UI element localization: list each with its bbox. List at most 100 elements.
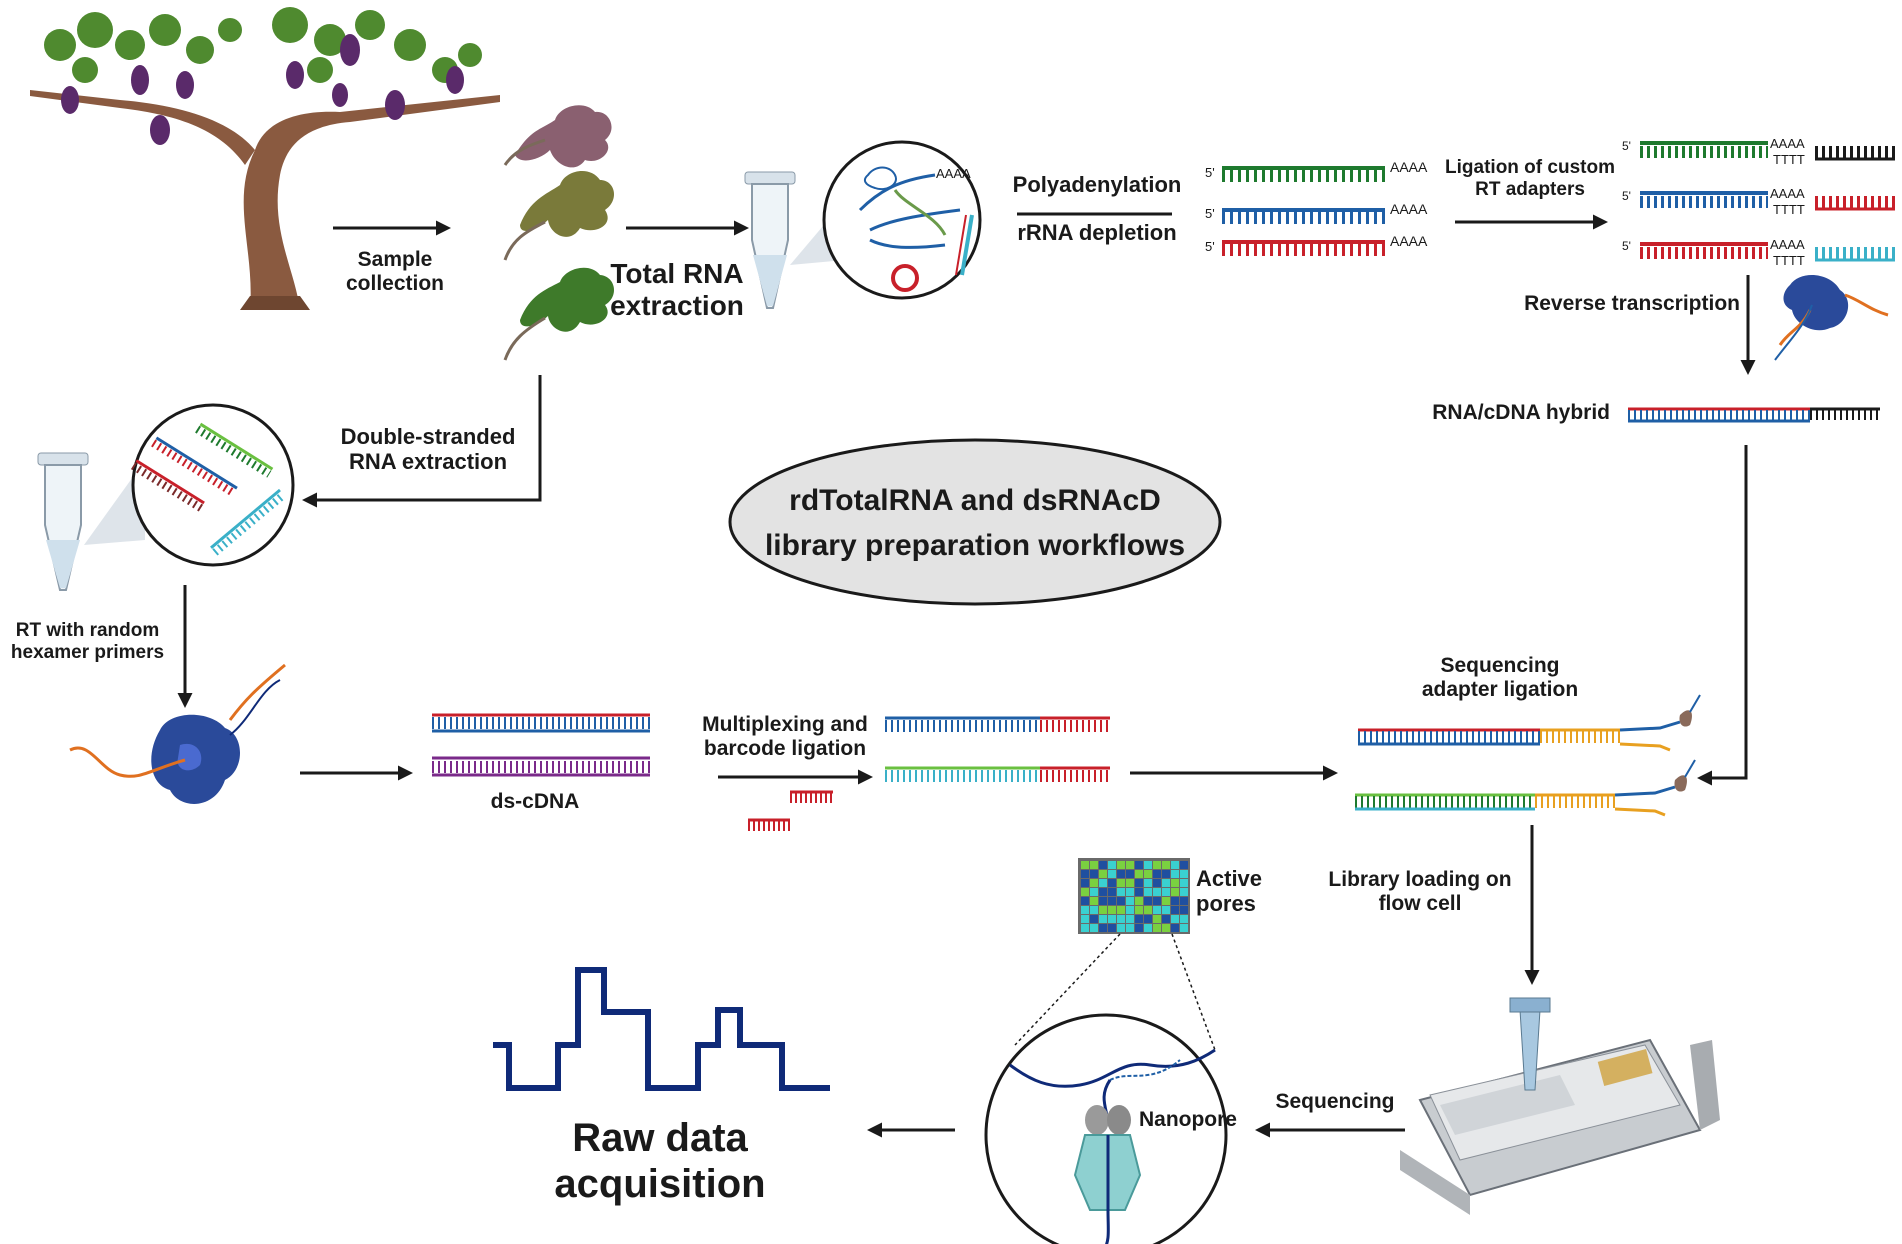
pore-cell — [1099, 897, 1107, 905]
reverse-transcriptase-icon-top — [1774, 274, 1889, 361]
leaf-icon-olive — [503, 170, 615, 261]
rna-strand-blue — [1222, 208, 1385, 224]
pore-cell — [1162, 888, 1170, 896]
pore-cell — [1090, 906, 1098, 914]
zoom-line-left — [1014, 933, 1121, 1046]
pore-cell — [1126, 924, 1134, 932]
pore-cell — [1153, 888, 1161, 896]
pore-cell — [1126, 915, 1134, 923]
pore-cell — [1180, 924, 1188, 932]
five-prime-label-6: 5' — [1622, 239, 1631, 253]
pore-cell — [1144, 924, 1152, 932]
nanopore-circle — [984, 1013, 1228, 1244]
pore-cell — [1090, 861, 1098, 869]
five-prime-label-2: 5' — [1205, 206, 1215, 221]
active-pores-grid-icon — [1078, 858, 1190, 934]
sequencing-label: Sequencing — [1275, 1090, 1395, 1113]
poly-a-label-1: AAAA — [1390, 159, 1428, 175]
pore-cell — [1117, 897, 1125, 905]
library-loading-label: Library loading on flow cell — [1328, 868, 1512, 916]
barcoded-cdna-strands — [885, 716, 1110, 782]
pore-cell — [1108, 870, 1116, 878]
pore-cell — [1090, 924, 1098, 932]
multiplexing-label: Multiplexing and barcode ligation — [702, 713, 868, 761]
pore-cell — [1099, 870, 1107, 878]
pore-cell — [1171, 915, 1179, 923]
flow-cell-device-icon — [1400, 997, 1720, 1215]
pore-cell — [1144, 888, 1152, 896]
pore-cell — [1126, 879, 1134, 887]
pore-cell — [1135, 915, 1143, 923]
rna-cdna-hybrid-strand — [1628, 407, 1880, 423]
pore-cell — [1090, 888, 1098, 896]
pore-cell — [1162, 906, 1170, 914]
dsrna-molecules-circle — [130, 403, 295, 567]
leaf-icon-green — [503, 267, 615, 361]
pore-cell — [1081, 915, 1089, 923]
pore-cell — [1180, 861, 1188, 869]
pore-cell — [1117, 870, 1125, 878]
ds-cdna-strands — [432, 713, 650, 777]
poly-a-label-3: AAAA — [1390, 233, 1428, 249]
pore-cell — [1171, 870, 1179, 878]
pore-cell — [1162, 861, 1170, 869]
pore-cell — [1180, 915, 1188, 923]
pore-cell — [1117, 915, 1125, 923]
pore-cell — [1135, 897, 1143, 905]
poly-t-label-2: TTTT — [1773, 202, 1805, 217]
polyadenylated-rna-strands — [1222, 166, 1385, 256]
pore-cell — [1090, 915, 1098, 923]
sample-collection-label: Sample collection — [345, 248, 445, 296]
pore-cell — [1171, 897, 1179, 905]
pore-cell — [1153, 924, 1161, 932]
poly-a-label-5: AAAA — [1770, 186, 1805, 201]
pore-cell — [1153, 906, 1161, 914]
ds-cdna-label: ds-cDNA — [490, 790, 580, 813]
pore-cell — [1108, 924, 1116, 932]
pore-cell — [1162, 897, 1170, 905]
pore-cell — [1081, 870, 1089, 878]
adapter-ligated-strands — [1355, 694, 1701, 817]
five-prime-label-4: 5' — [1622, 139, 1631, 153]
pore-cell — [1126, 888, 1134, 896]
pore-cell — [1117, 879, 1125, 887]
pore-cell — [1099, 906, 1107, 914]
pore-cell — [1126, 870, 1134, 878]
raw-data-label: Raw data acquisition — [554, 1116, 766, 1206]
barcode-fragments — [748, 790, 833, 831]
pore-cell — [1162, 879, 1170, 887]
pore-cell — [1144, 870, 1152, 878]
total-rna-extraction-label: Total RNA extraction — [610, 258, 744, 322]
pore-cell — [1171, 906, 1179, 914]
reverse-transcriptase-icon-left — [69, 663, 286, 804]
pore-cell — [1171, 924, 1179, 932]
pore-cell — [1180, 888, 1188, 896]
pore-cell — [1081, 906, 1089, 914]
pore-cell — [1162, 924, 1170, 932]
pore-cell — [1144, 861, 1152, 869]
pore-cell — [1099, 924, 1107, 932]
pore-cell — [1081, 897, 1089, 905]
pore-cell — [1171, 888, 1179, 896]
pore-cell — [1099, 861, 1107, 869]
pore-cell — [1153, 879, 1161, 887]
arrow-dsrna-extraction — [302, 375, 542, 508]
pore-cell — [1108, 915, 1116, 923]
pore-cell — [1108, 879, 1116, 887]
pore-cell — [1090, 879, 1098, 887]
title-label: rdTotalRNA and dsRNAcD library preparati… — [764, 484, 1186, 562]
pore-cell — [1171, 861, 1179, 869]
pore-cell — [1126, 906, 1134, 914]
poly-t-label-3: TTTT — [1773, 253, 1805, 268]
tube-poly-a-label: AAAA — [936, 166, 971, 181]
pore-cell — [1180, 879, 1188, 887]
pore-cell — [1162, 915, 1170, 923]
title-ellipse — [728, 438, 1222, 606]
active-pores-label: Active pores — [1196, 866, 1263, 917]
raw-signal-trace — [493, 967, 830, 1091]
tube-icon-dsrna — [37, 452, 145, 591]
pore-cell — [1090, 897, 1098, 905]
pore-cell — [1153, 915, 1161, 923]
dsrna-extraction-label: Double-stranded RNA extraction — [340, 424, 516, 475]
rt-random-label: RT with random hexamer primers — [10, 620, 165, 663]
